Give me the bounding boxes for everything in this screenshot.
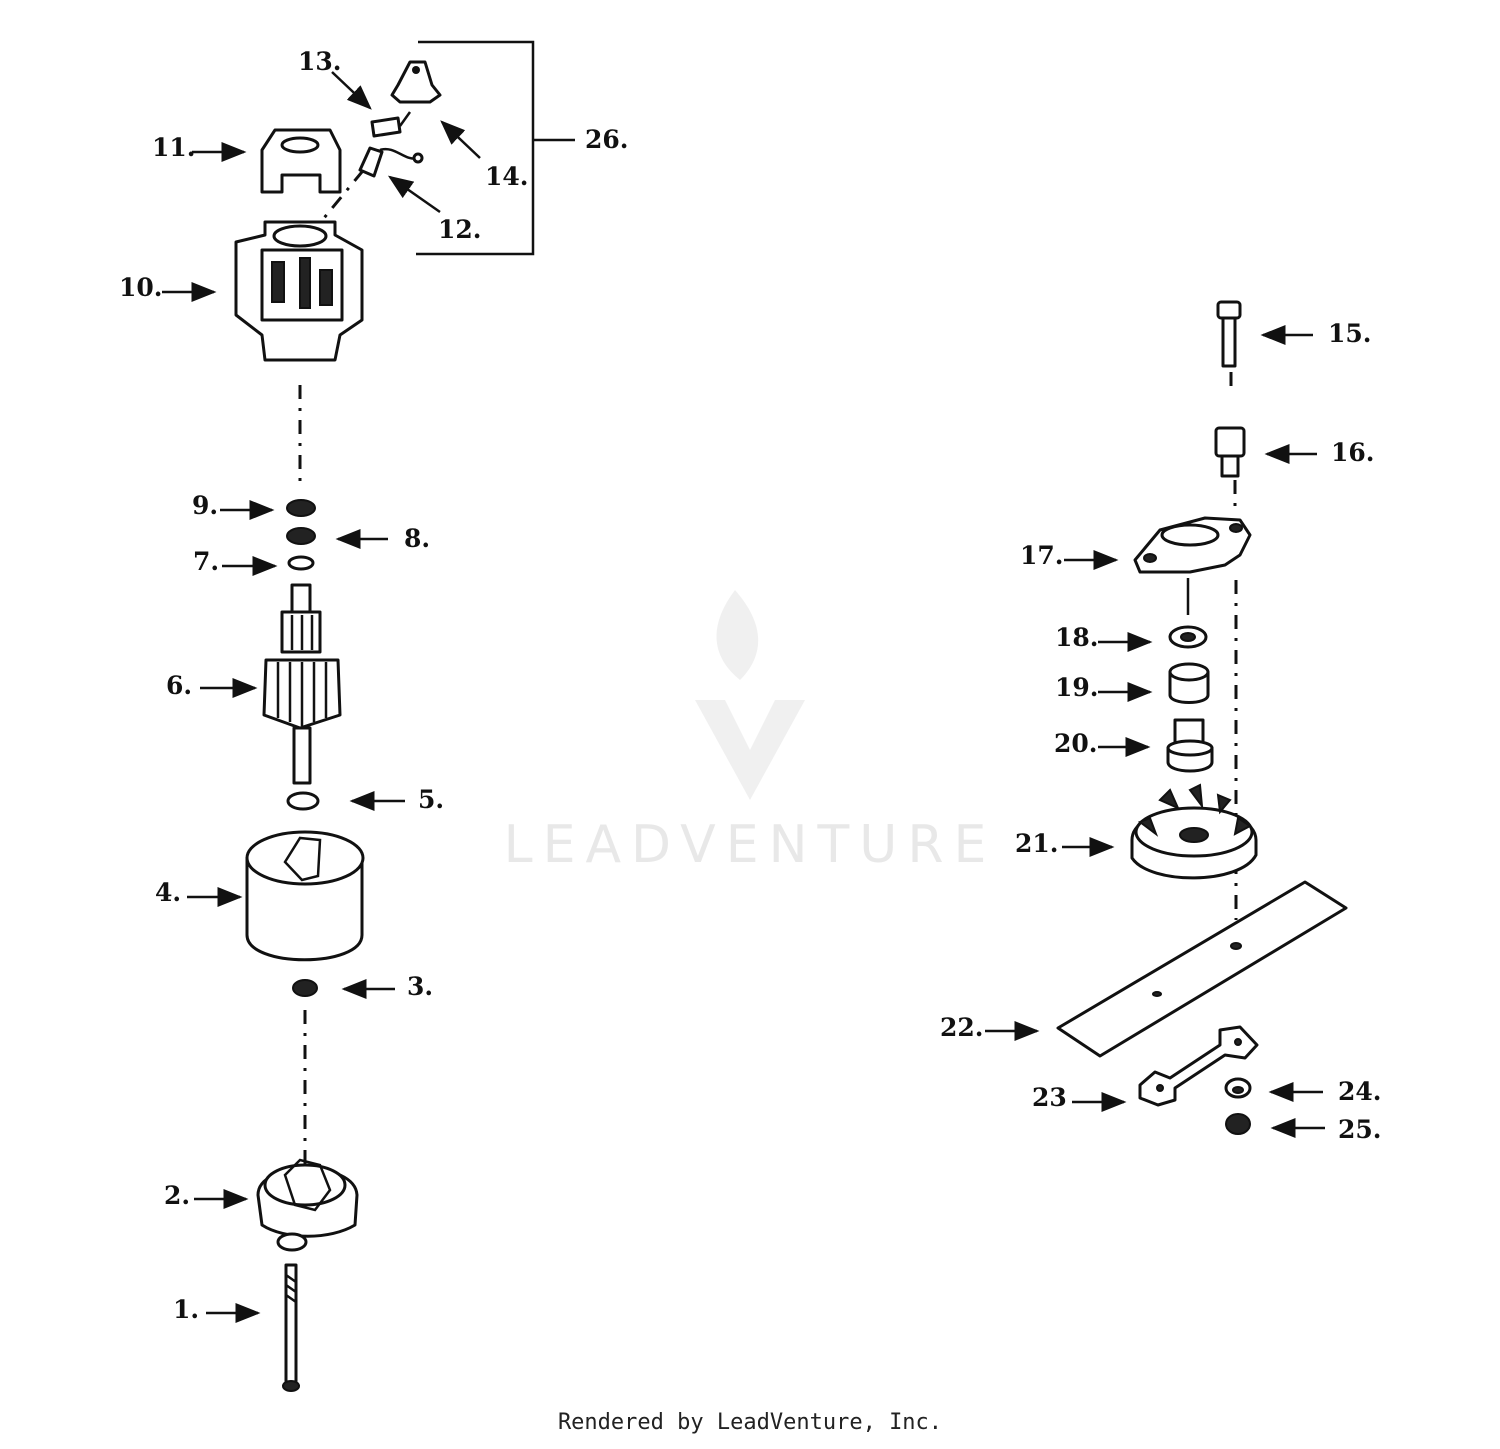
part-6-armature (262, 583, 342, 785)
callout-1: 1. (173, 1295, 199, 1324)
part-21-fan (1130, 783, 1258, 880)
part-3-washer (292, 979, 318, 997)
callout-15: 15. (1328, 319, 1372, 348)
part-25-nut (1225, 1113, 1251, 1135)
callout-19: 19. (1055, 673, 1099, 702)
callout-7: 7. (193, 547, 219, 576)
part-12-brush (358, 146, 424, 178)
part-15-bolt (1216, 300, 1242, 368)
part-22-blade (1056, 880, 1348, 1058)
callout-25: 25. (1338, 1115, 1382, 1144)
part-8-washer (286, 527, 316, 545)
part-11-cover (260, 128, 342, 194)
part-9-washer (286, 499, 316, 517)
footer-credit: Rendered by LeadVenture, Inc. (557, 1410, 943, 1435)
callout-16: 16. (1331, 438, 1375, 467)
kit-bracket (416, 40, 535, 256)
part-20-hub (1166, 718, 1214, 773)
callout-10: 10. (119, 273, 163, 302)
callout-24: 24. (1338, 1077, 1382, 1106)
callout-4: 4. (155, 878, 181, 907)
callout-9: 9. (192, 491, 218, 520)
callout-13: 13. (298, 47, 342, 76)
callout-5: 5. (418, 785, 444, 814)
part-5-washer (286, 791, 320, 811)
part-14-terminal (390, 60, 442, 104)
watermark-logo (695, 590, 805, 800)
part-19-bushing (1168, 662, 1210, 704)
part-7-washer (287, 555, 315, 571)
callout-20: 20. (1054, 729, 1098, 758)
watermark-text: LEADVENTURE (504, 815, 997, 875)
callout-11: 11. (152, 133, 196, 162)
callout-17: 17. (1020, 541, 1064, 570)
part-13-clip (370, 111, 412, 138)
callout-6: 6. (166, 671, 192, 700)
callout-arrows (162, 71, 1325, 1323)
callout-2: 2. (164, 1181, 190, 1210)
callout-12: 12. (438, 215, 482, 244)
part-4-housing (245, 830, 365, 962)
callout-22: 22. (940, 1013, 984, 1042)
callout-3: 3. (407, 972, 433, 1001)
part-17-mount-bracket (1133, 516, 1252, 574)
callout-18: 18. (1055, 623, 1099, 652)
callout-14: 14. (485, 162, 529, 191)
callout-21: 21. (1015, 829, 1059, 858)
callout-8: 8. (404, 524, 430, 553)
callout-23: 23 (1032, 1083, 1067, 1112)
part-1-bolt (282, 1263, 300, 1392)
part-2-end-cap (256, 1158, 359, 1252)
part-16-spacer (1214, 426, 1246, 478)
part-10-end-cap (234, 220, 364, 362)
part-23-adapter (1138, 1025, 1259, 1107)
callout-26: 26. (585, 125, 629, 154)
